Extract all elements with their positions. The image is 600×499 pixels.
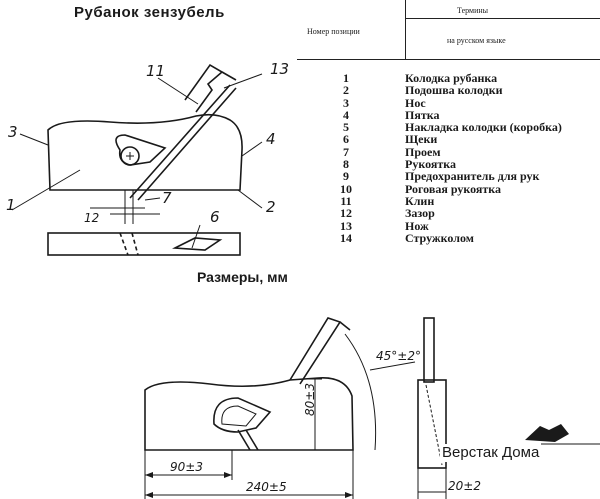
legend-number: 10 <box>340 181 352 196</box>
dim-width: 20±2 <box>448 479 481 493</box>
label-7: 7 <box>162 189 172 207</box>
legend-number: 11 <box>340 193 352 208</box>
legend-row: 5 Накладка колодки (коробка) <box>335 120 597 135</box>
legend-number: 2 <box>343 83 349 98</box>
legend-row: 13 Нож <box>335 218 597 233</box>
legend-number: 8 <box>343 157 349 172</box>
legend-row: 8 Рукоятка <box>335 157 597 172</box>
legend-number: 9 <box>343 169 349 184</box>
legend-row: 3 Нос <box>335 95 597 110</box>
legend-row: 9 Предохранитель для рук <box>335 169 597 184</box>
dim-angle: 45°±2° <box>376 349 421 363</box>
legend-row: 4 Пятка <box>335 107 597 122</box>
col-terms-subheader: на русском языке <box>447 36 506 45</box>
legend-term: Подошва колодки <box>405 83 503 98</box>
plane-body <box>47 113 243 191</box>
legend-term: Проем <box>405 144 441 159</box>
legend-term: Клин <box>405 193 435 208</box>
label-4: 4 <box>266 130 276 148</box>
legend-row: 14 Стружколом <box>335 230 597 245</box>
legend-term: Щеки <box>405 132 438 147</box>
legend-row: 6 Щеки <box>335 132 597 147</box>
legend-number: 12 <box>340 206 352 221</box>
legend-number: 4 <box>343 107 349 122</box>
end-view <box>417 379 447 469</box>
legend-row: 1 Колодка рубанка <box>335 71 597 85</box>
dim-length: 240±5 <box>246 480 287 494</box>
legend-term: Пятка <box>405 107 440 122</box>
wedge-shape <box>184 63 224 113</box>
legend-term: Нос <box>405 95 426 110</box>
legend-term: Колодка рубанка <box>405 71 498 85</box>
legend-term: Стружколом <box>405 230 474 245</box>
legend-number: 14 <box>340 230 352 245</box>
legend-term: Предохранитель для рук <box>405 169 540 184</box>
legend-number: 13 <box>340 218 352 233</box>
legend-term: Рукоятка <box>405 157 456 172</box>
legend-term: Нож <box>405 218 429 233</box>
col-terms-header: Термины <box>457 6 489 15</box>
legend-row: 2 Подошва колодки <box>335 83 597 98</box>
sole-strip <box>47 232 241 256</box>
label-1: 1 <box>6 196 16 214</box>
terms-legend: 1 Колодка рубанка 2 Подошва колодки 3 Нос 4 Пят… <box>335 72 597 244</box>
page-title: Рубанок зензубель <box>74 4 225 21</box>
sizes-heading: Размеры, мм <box>197 269 288 285</box>
label-11: 11 <box>146 62 165 80</box>
col-position-header: Номер позиции <box>307 27 360 36</box>
label-13: 13 <box>270 60 289 78</box>
legend-term: Зазор <box>405 206 435 221</box>
legend-term: Роговая рукоятка <box>405 181 502 196</box>
legend-number: 1 <box>343 71 349 85</box>
legend-row: 12 Зазор <box>335 206 597 221</box>
legend-number: 7 <box>343 144 349 159</box>
dim-front: 90±3 <box>170 460 203 474</box>
plane-icon <box>525 424 600 445</box>
legend-row: 7 Проем <box>335 144 597 159</box>
legend-number: 5 <box>343 120 349 135</box>
label-12: 12 <box>84 211 99 225</box>
legend-row: 11 Клин <box>335 193 597 208</box>
blade-shape <box>129 84 237 201</box>
label-2: 2 <box>266 198 276 216</box>
watermark-logo-text: Верстак Дома <box>440 444 542 462</box>
blade-side <box>289 317 342 385</box>
legend-term: Накладка колодки (коробка) <box>405 120 562 135</box>
terms-table-header: Номер позиции Термины на русском языке <box>297 0 600 60</box>
label-6: 6 <box>210 208 220 226</box>
legend-row: 10 Роговая рукоятка <box>335 181 597 196</box>
plane-body-side <box>144 377 354 451</box>
dim-height: 80±3 <box>303 383 317 416</box>
label-3: 3 <box>8 123 18 141</box>
legend-number: 6 <box>343 132 349 147</box>
cheek-shape <box>172 237 223 251</box>
legend-number: 3 <box>343 95 349 110</box>
